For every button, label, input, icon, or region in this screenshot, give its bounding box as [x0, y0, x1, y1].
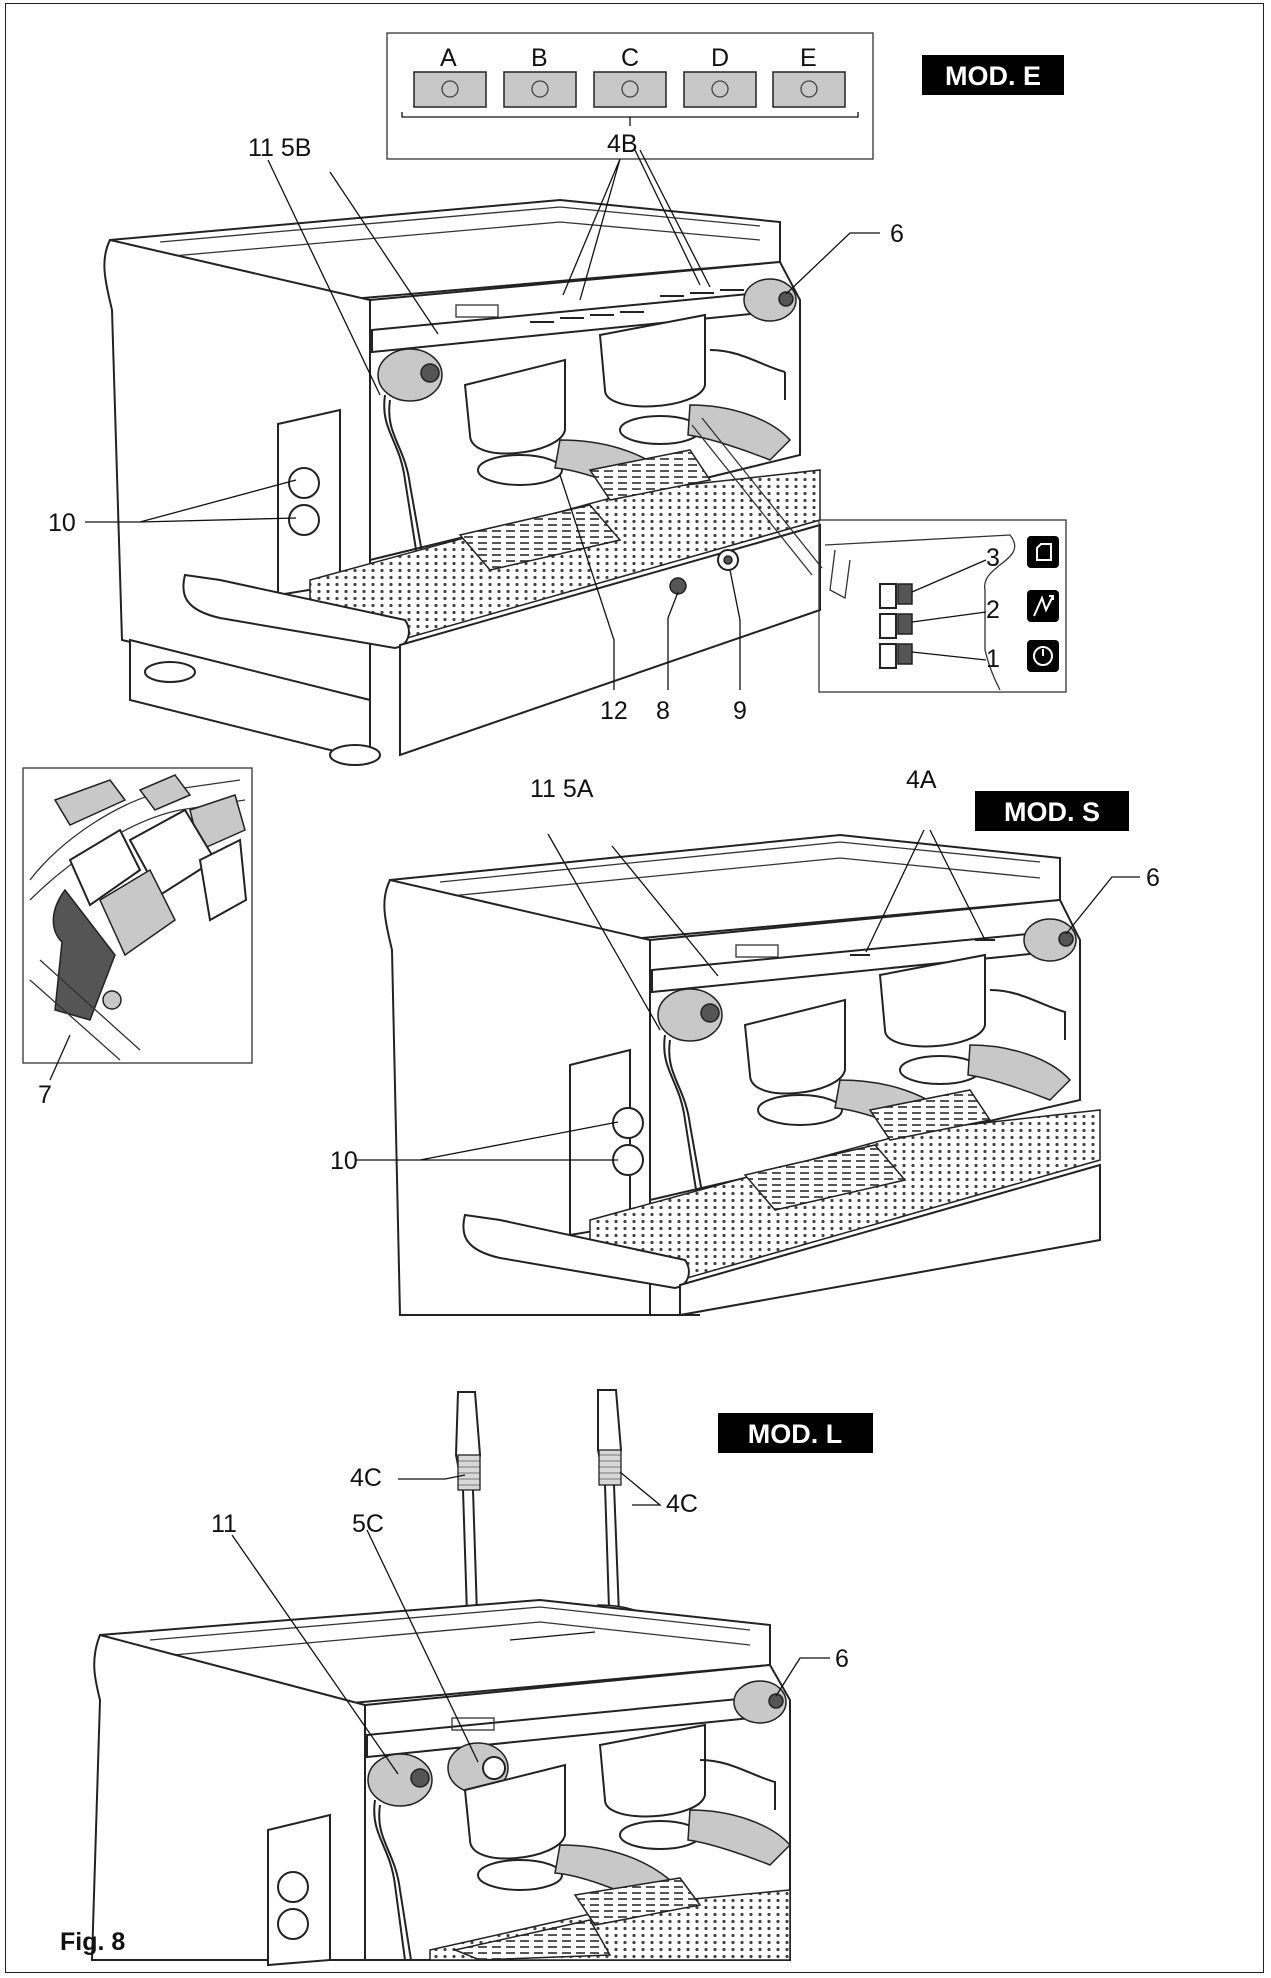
- standby-icon: [1027, 536, 1059, 568]
- mod-l-badge: MOD. L: [718, 1413, 873, 1453]
- keypad-key-c-label: C: [621, 44, 639, 72]
- keypad-button-b: [503, 71, 577, 108]
- label-4b: 4B: [607, 130, 638, 158]
- figure-frame: [5, 3, 1264, 1973]
- keypad-key-e-label: E: [800, 44, 817, 72]
- switch-group: [879, 583, 913, 669]
- keypad-callout: A B C D E: [386, 32, 874, 160]
- mod-e-section: A B C D E MOD. E: [48, 32, 1067, 766]
- label-11-5b: 11 5B: [248, 134, 311, 162]
- valve-inset: 7: [22, 767, 253, 1109]
- mod-s-badge-text: MOD. S: [1004, 797, 1100, 827]
- keypad-button-e: [772, 71, 846, 108]
- label-4c-left: 4C: [350, 1464, 382, 1492]
- keypad-buttons: [413, 71, 846, 108]
- mod-e-badge: MOD. E: [922, 55, 1064, 95]
- keypad-key-b-label: B: [531, 44, 548, 72]
- switch-inset: 3 2 1: [818, 519, 1067, 693]
- mod-s-section: MOD. S: [330, 766, 1160, 1317]
- label-4a: 4A: [906, 766, 937, 794]
- label-10-mod-s: 10: [330, 1147, 358, 1175]
- keypad-button-c: [593, 71, 667, 108]
- espresso-machine-mod-l: [90, 1389, 792, 1967]
- label-2: 2: [986, 596, 1000, 624]
- label-3: 3: [986, 544, 1000, 572]
- keypad-button-a: [413, 71, 487, 108]
- label-5c: 5C: [352, 1510, 384, 1538]
- label-10-mod-e: 10: [48, 509, 76, 537]
- label-9: 9: [733, 697, 747, 725]
- espresso-machine-mod-e: [103, 198, 821, 766]
- label-12: 12: [600, 697, 628, 725]
- power-icon: [1027, 640, 1059, 672]
- label-1: 1: [986, 645, 1000, 673]
- resistance-on-icon: [1027, 590, 1059, 622]
- label-6-mod-s: 6: [1146, 864, 1160, 892]
- keypad-key-a-label: A: [440, 44, 457, 72]
- label-11-mod-l: 11: [211, 1510, 237, 1538]
- espresso-machine-mod-s: [383, 833, 1101, 1317]
- mod-l-badge-text: MOD. L: [748, 1419, 843, 1449]
- keypad-key-d-label: D: [711, 44, 729, 72]
- label-6-mod-e: 6: [890, 220, 904, 248]
- label-4c-right: 4C: [666, 1490, 698, 1518]
- label-11-5a: 11 5A: [530, 775, 594, 803]
- keypad-button-d: [683, 71, 757, 108]
- mod-l-section: MOD. L: [90, 1389, 873, 1967]
- figure-label: Fig. 8: [60, 1928, 125, 1956]
- label-6-mod-l: 6: [835, 1645, 849, 1673]
- label-7: 7: [38, 1081, 52, 1109]
- mod-e-badge-text: MOD. E: [945, 61, 1041, 91]
- label-8: 8: [656, 697, 670, 725]
- mod-s-badge: MOD. S: [975, 791, 1129, 831]
